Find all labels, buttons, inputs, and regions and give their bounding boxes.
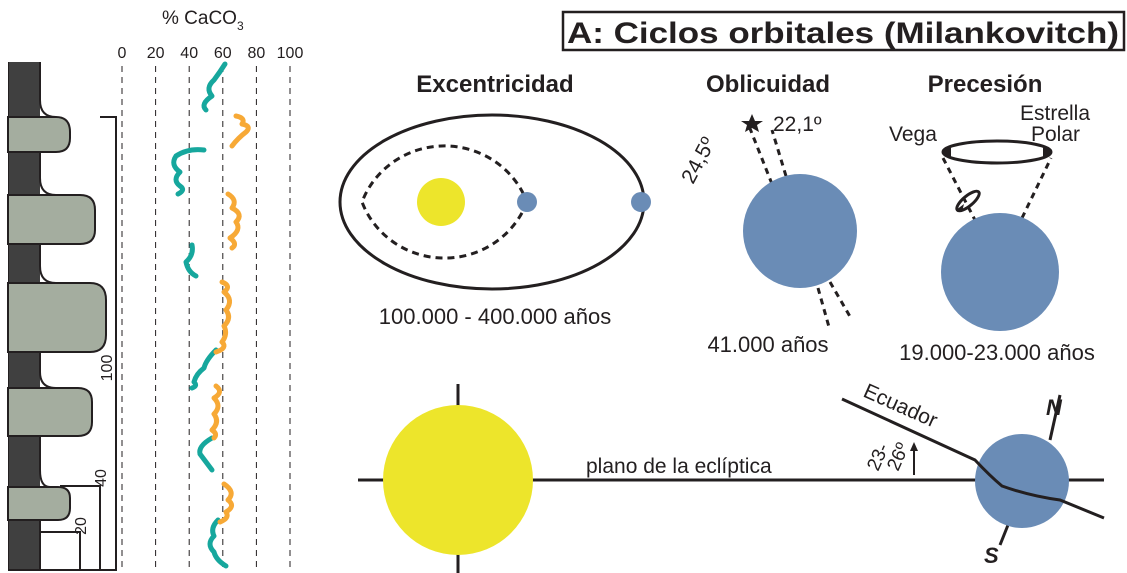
excentricidad-panel: Excentricidad 100.000 - 400.000 años <box>338 71 651 329</box>
caco3-tick-20: 20 <box>147 45 165 62</box>
caco3-tick-80: 80 <box>248 45 266 62</box>
orange-caco3-curve <box>209 113 251 525</box>
sun <box>417 178 465 226</box>
north-label: N <box>1046 395 1063 420</box>
earth-oblicuidad <box>743 174 857 288</box>
elliptical-orbit <box>338 113 646 291</box>
angle-22-1: 22,1º <box>773 113 822 136</box>
ecliptica-panel: plano de la eclíptica Ecuador 23- 26º N … <box>358 380 1105 573</box>
limestone-bed-4 <box>7 387 93 437</box>
precession-circle <box>941 139 1053 165</box>
axis-to-polar <box>1020 157 1053 219</box>
limestone-bed-3 <box>7 282 107 353</box>
equator-line <box>841 397 1105 520</box>
caco3-tick-0: 0 <box>118 45 127 62</box>
limestone-bed-2 <box>7 194 96 245</box>
precesion-heading: Precesión <box>928 71 1043 98</box>
caco3-tick-60: 60 <box>214 45 232 62</box>
caco3-chart: % CaCO3 0 20 40 60 80 100 <box>118 8 304 570</box>
precession-arrow-right <box>1043 145 1051 159</box>
teal-caco3-curve <box>171 61 229 569</box>
scale-label-20: 20 <box>73 517 90 535</box>
pole-star-icon <box>741 114 763 132</box>
earth-precesion <box>941 213 1059 331</box>
north-axis <box>1048 394 1062 441</box>
caco3-tick-100: 100 <box>277 45 304 62</box>
south-label: S <box>984 543 999 568</box>
caco3-tick-40: 40 <box>180 45 198 62</box>
earth-ecliptica <box>975 434 1069 528</box>
precesion-panel: Precesión Vega Estrella Polar 19.000-23.… <box>889 71 1095 365</box>
precession-arrow-left <box>943 145 951 159</box>
title-box: A: Ciclos orbitales (Milankovitch) <box>561 10 1126 52</box>
bracket-100 <box>8 116 117 571</box>
axis-22-1 <box>770 129 788 177</box>
angle-24-5: 24,5º <box>677 133 720 187</box>
tilt-arrow-head <box>910 442 918 451</box>
caco3-gridlines <box>121 66 291 570</box>
axis-south-b <box>828 281 854 321</box>
limestone-bed-5 <box>7 486 71 521</box>
oblicuidad-period: 41.000 años <box>707 332 828 357</box>
scale-label-100: 100 <box>99 355 116 382</box>
scale-brackets <box>8 116 117 571</box>
planet-far <box>631 192 651 212</box>
title: A: Ciclos orbitales (Milankovitch) <box>567 17 1119 50</box>
oblicuidad-panel: Oblicuidad 24,5º 22,1º 41.000 años <box>677 71 857 357</box>
star-vega-label: Vega <box>889 123 937 146</box>
caco3-axis-title: % CaCO3 <box>162 8 244 33</box>
estrella-polar-label-2: Polar <box>1031 123 1080 146</box>
tilt-label-2: 26º <box>883 440 914 474</box>
planet-near <box>517 192 537 212</box>
caco3-tick-labels: 0 20 40 60 80 100 <box>118 45 304 62</box>
bracket-40 <box>60 485 101 570</box>
axis-south-a <box>816 287 831 328</box>
column-outline <box>39 62 57 570</box>
bracket-20 <box>40 531 81 570</box>
scale-label-40: 40 <box>93 469 110 487</box>
estrella-polar-label-1: Estrella <box>1020 102 1090 125</box>
stratigraphic-column <box>7 62 107 570</box>
ecliptic-plane-label: plano de la eclíptica <box>586 455 772 478</box>
excentricidad-period: 100.000 - 400.000 años <box>379 304 611 329</box>
axis-to-vega <box>941 157 978 223</box>
title-frame <box>561 10 1126 52</box>
limestone-bed-1 <box>7 116 71 153</box>
excentricidad-heading: Excentricidad <box>416 71 573 98</box>
axis-24-5 <box>747 125 774 185</box>
precesion-period: 19.000-23.000 años <box>899 340 1095 365</box>
wobble-arrow-head <box>956 204 964 212</box>
oblicuidad-heading: Oblicuidad <box>706 71 830 98</box>
sun-large <box>383 405 533 555</box>
